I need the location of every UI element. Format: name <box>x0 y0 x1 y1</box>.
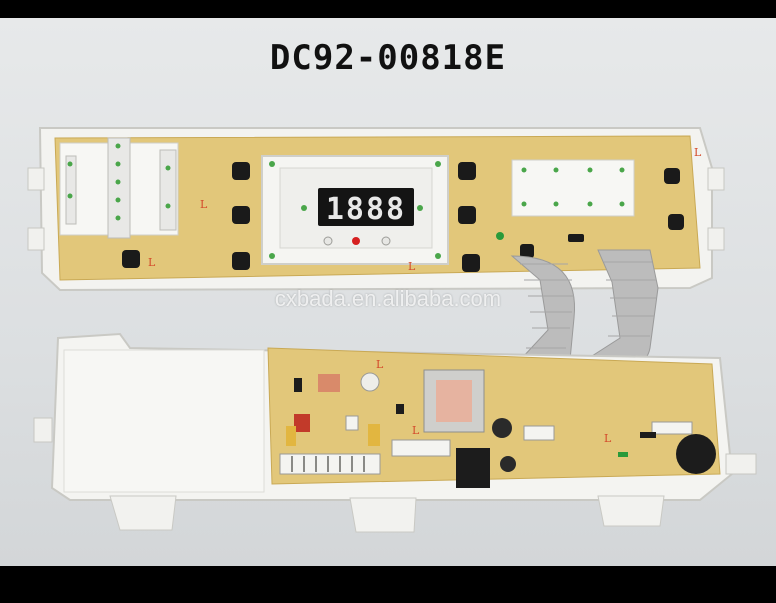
lower-control-board: L L L <box>33 332 757 533</box>
control-boards-illustration: 1888 <box>27 127 757 533</box>
svg-text:L: L <box>604 432 612 445</box>
part-number-title: DC92-00818E <box>269 38 507 78</box>
svg-text:L: L <box>412 424 420 437</box>
svg-text:L: L <box>694 146 702 159</box>
svg-text:L: L <box>408 260 416 273</box>
tactile-switches <box>122 162 684 272</box>
svg-text:L: L <box>200 198 208 211</box>
product-photo: DC92-00818E <box>0 18 776 566</box>
upper-display-board: 1888 <box>27 127 725 292</box>
watermark-text: cxbada.en.alibaba.com <box>274 286 502 311</box>
seven-segment-display: 1888 <box>326 192 406 227</box>
svg-text:L: L <box>148 256 156 269</box>
svg-text:L: L <box>376 358 384 371</box>
status-leds <box>323 236 391 246</box>
